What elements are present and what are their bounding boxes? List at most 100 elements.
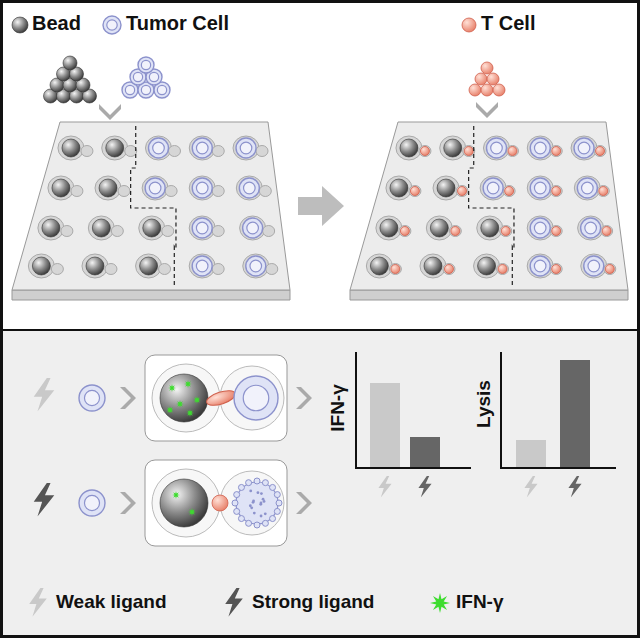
bleb [238,484,244,490]
plate-edge [350,290,628,300]
panel-divider [0,329,640,331]
plate-edge [12,290,290,300]
well [58,136,84,160]
fragment [257,491,260,494]
well-pocket [105,264,117,275]
chart-axis [501,352,616,468]
tumor-nucleus [84,390,99,405]
fragment [263,500,266,503]
tumor-nucleus [534,260,546,272]
t-cell [552,265,561,274]
legend-icons [29,588,450,617]
well [189,176,215,200]
bead [160,479,208,527]
fragment [249,490,252,493]
bleb [270,516,276,522]
ifn-star [172,491,180,499]
tumor-cell [138,57,154,73]
bead [62,139,80,157]
well-pocket [159,264,171,275]
bead [380,219,398,237]
tumor-cell [192,138,212,158]
bead [143,219,161,237]
tumor-nucleus [588,260,600,272]
t-cell [475,73,487,85]
bead [370,257,388,275]
t-cell [469,84,481,96]
tumor-nucleus [125,85,134,94]
well [240,216,266,240]
well [386,176,412,200]
bead [12,17,28,33]
t-cell [487,73,499,85]
bar [370,383,400,468]
fragment [252,500,255,503]
well-pocket [51,264,63,275]
tumor-cell [103,16,121,34]
tumor-nucleus [240,142,252,154]
bleb [254,522,260,528]
step-chevron [120,387,136,409]
bead [437,179,455,197]
bead [86,257,104,275]
bead [99,179,117,197]
tumor-nucleus [196,182,208,194]
chart-axis [356,352,471,468]
tumor-nucleus [153,142,165,154]
axis-label: IFN-γ [327,384,349,432]
tumor-cell [192,256,212,276]
well [474,254,500,278]
well-pocket [162,226,174,237]
divider-dashed [131,126,176,288]
bleb [270,484,276,490]
well [433,176,459,200]
well-pocket [165,186,177,197]
well-pocket [550,146,562,157]
lysed-tumor-cell [236,482,278,524]
ifn-star [430,593,450,613]
well [366,254,392,278]
tumor-nucleus [133,72,142,81]
t-cell [596,147,605,156]
legend-text: IFN-γ [456,591,504,613]
tumor-nucleus [487,182,499,194]
well-pocket [456,186,468,197]
well-pocket [601,226,613,237]
ligand-bolt [418,476,431,498]
well [581,254,607,278]
plate-after [350,122,628,300]
well [527,176,553,200]
step-chevron [120,492,136,514]
well [396,136,422,160]
ligand-bolt [378,476,391,498]
tumor-cell [145,178,165,198]
bead [160,374,208,422]
bar [410,437,440,468]
step-chevron [476,102,498,118]
well-pocket [61,226,73,237]
t-cell-spread [205,388,237,409]
plate-top [12,122,290,290]
art-part [34,352,616,546]
bead [52,179,70,197]
well-pocket [259,186,271,197]
tumor-cell [236,138,256,158]
tumor-nucleus [578,142,590,154]
tumor-nucleus [141,85,150,94]
well-pocket [449,226,461,237]
ifn-star [168,384,176,392]
t-cell [400,227,409,236]
bleb [234,508,240,514]
well [236,176,262,200]
t-cell [451,227,460,236]
bead [481,219,499,237]
t-cell [444,265,453,274]
t-cell [508,147,517,156]
t-cell [391,265,400,274]
tumor-cell [239,178,259,198]
well-pocket [506,146,518,157]
bead [430,219,448,237]
art-part [12,16,505,120]
well-pocket [399,226,411,237]
